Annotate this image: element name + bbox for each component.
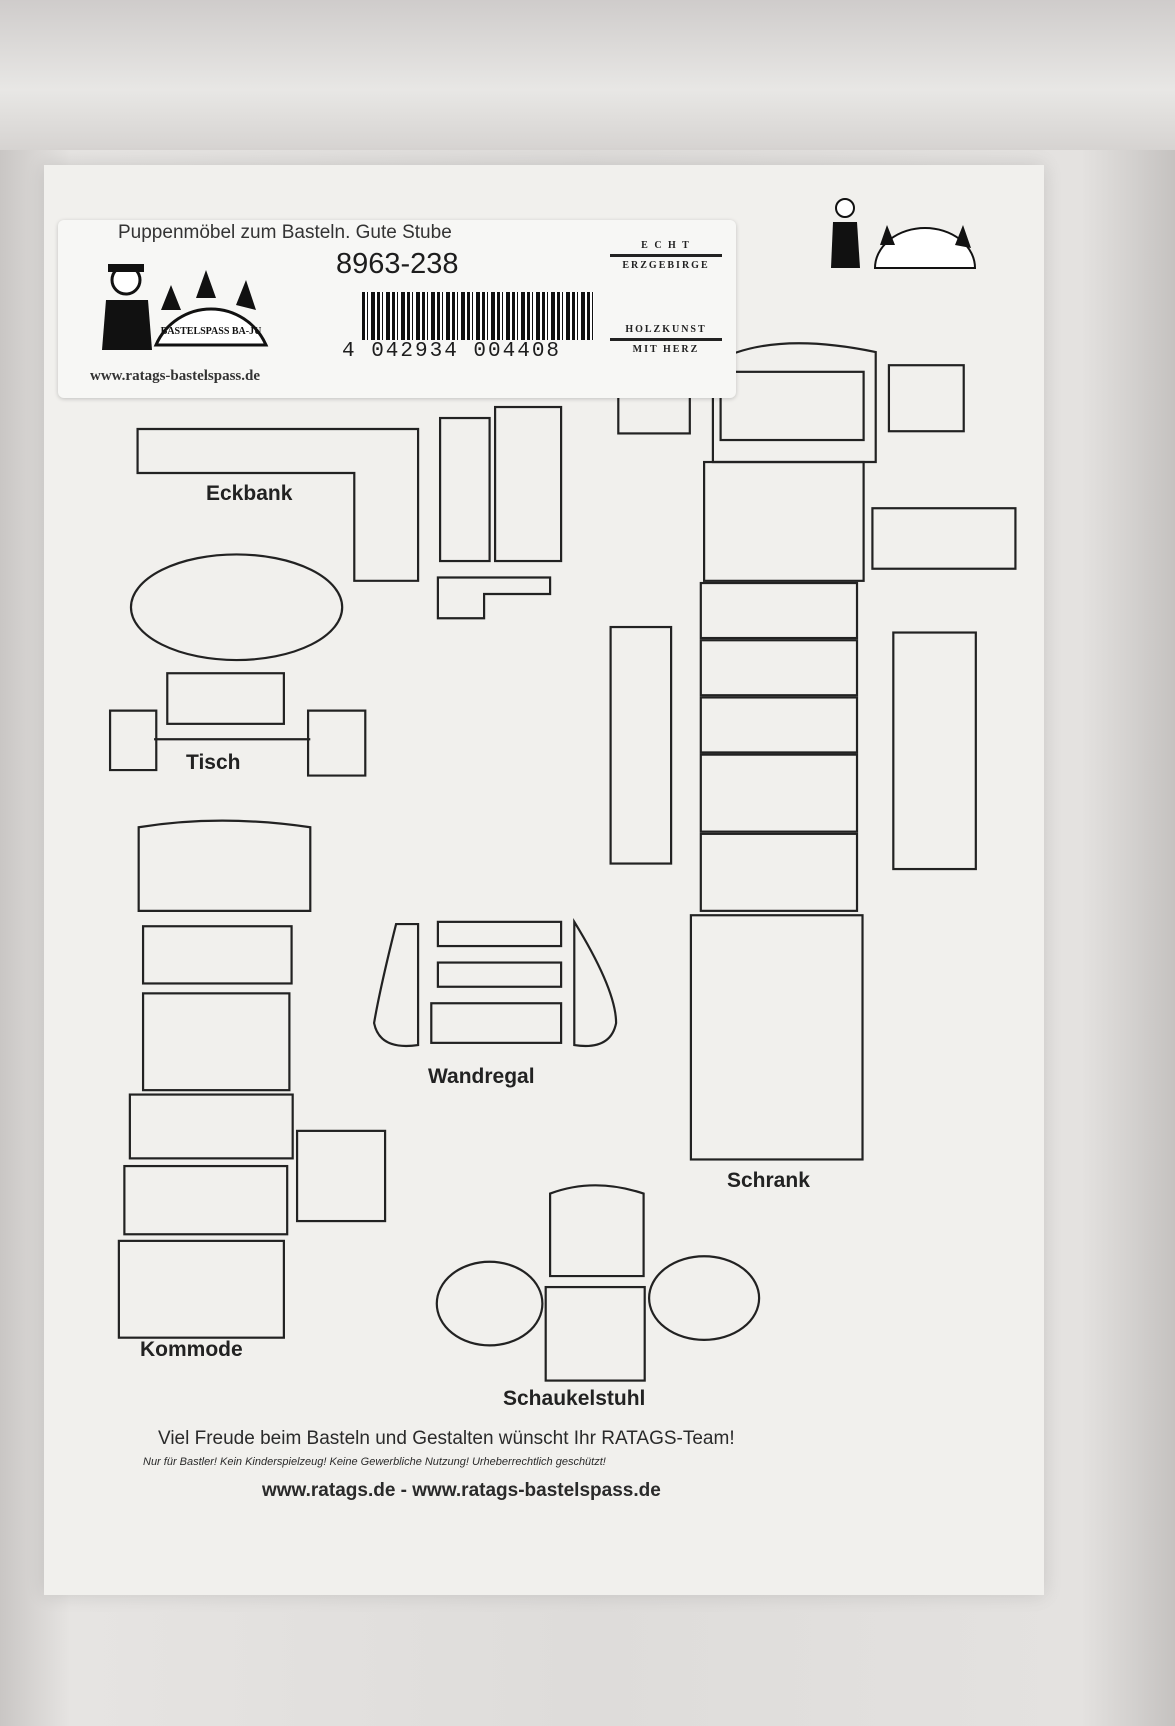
footer-greeting: Viel Freude beim Basteln und Gestalten w…: [158, 1428, 735, 1449]
label-kommode: Kommode: [140, 1338, 243, 1361]
footer-urls: www.ratags.de - www.ratags-bastelspass.d…: [262, 1480, 661, 1501]
label-schrank: Schrank: [727, 1169, 810, 1192]
quality-seal: E C H T ERZGEBIRGE HOLZKUNST MIT HERZ: [610, 240, 722, 380]
wandregal-outline: [372, 917, 618, 1048]
brand-url: www.ratags-bastelspass.de: [90, 368, 261, 384]
article-number: 8963-238: [336, 248, 459, 280]
label-tisch: Tisch: [186, 751, 241, 774]
label-wandregal: Wandregal: [428, 1065, 535, 1088]
label-eckbank: Eckbank: [206, 482, 293, 505]
schrank-outline: [609, 342, 1017, 1161]
seal-line-4: MIT HERZ: [632, 344, 700, 355]
instruction-sheet: [44, 165, 1044, 1595]
product-name: Puppenmöbel zum Basteln. Gute Stube: [118, 222, 452, 243]
seal-line-3: HOLZKUNST: [610, 324, 722, 341]
schaukelstuhl-outline: [435, 1184, 761, 1382]
bastelspass-logo-small: [831, 198, 977, 269]
ean-number: 4 042934 004408: [342, 340, 562, 363]
brand-logo-text: BASTELSPASS BA-JU: [161, 326, 262, 337]
zip-seal: [0, 0, 1175, 150]
bastelspass-logo: BASTELSPASS BA-JU: [102, 264, 269, 350]
label-schaukelstuhl: Schaukelstuhl: [503, 1387, 646, 1410]
seal-line-1: E C H T: [610, 240, 722, 257]
kommode-outline: [117, 819, 387, 1339]
barcode: [362, 292, 594, 340]
tisch-outline: [108, 553, 367, 777]
eckbank-outline: [136, 405, 563, 620]
seal-line-2: ERZGEBIRGE: [622, 260, 710, 271]
footer-disclaimer: Nur für Bastler! Kein Kinderspielzeug! K…: [143, 1456, 606, 1468]
